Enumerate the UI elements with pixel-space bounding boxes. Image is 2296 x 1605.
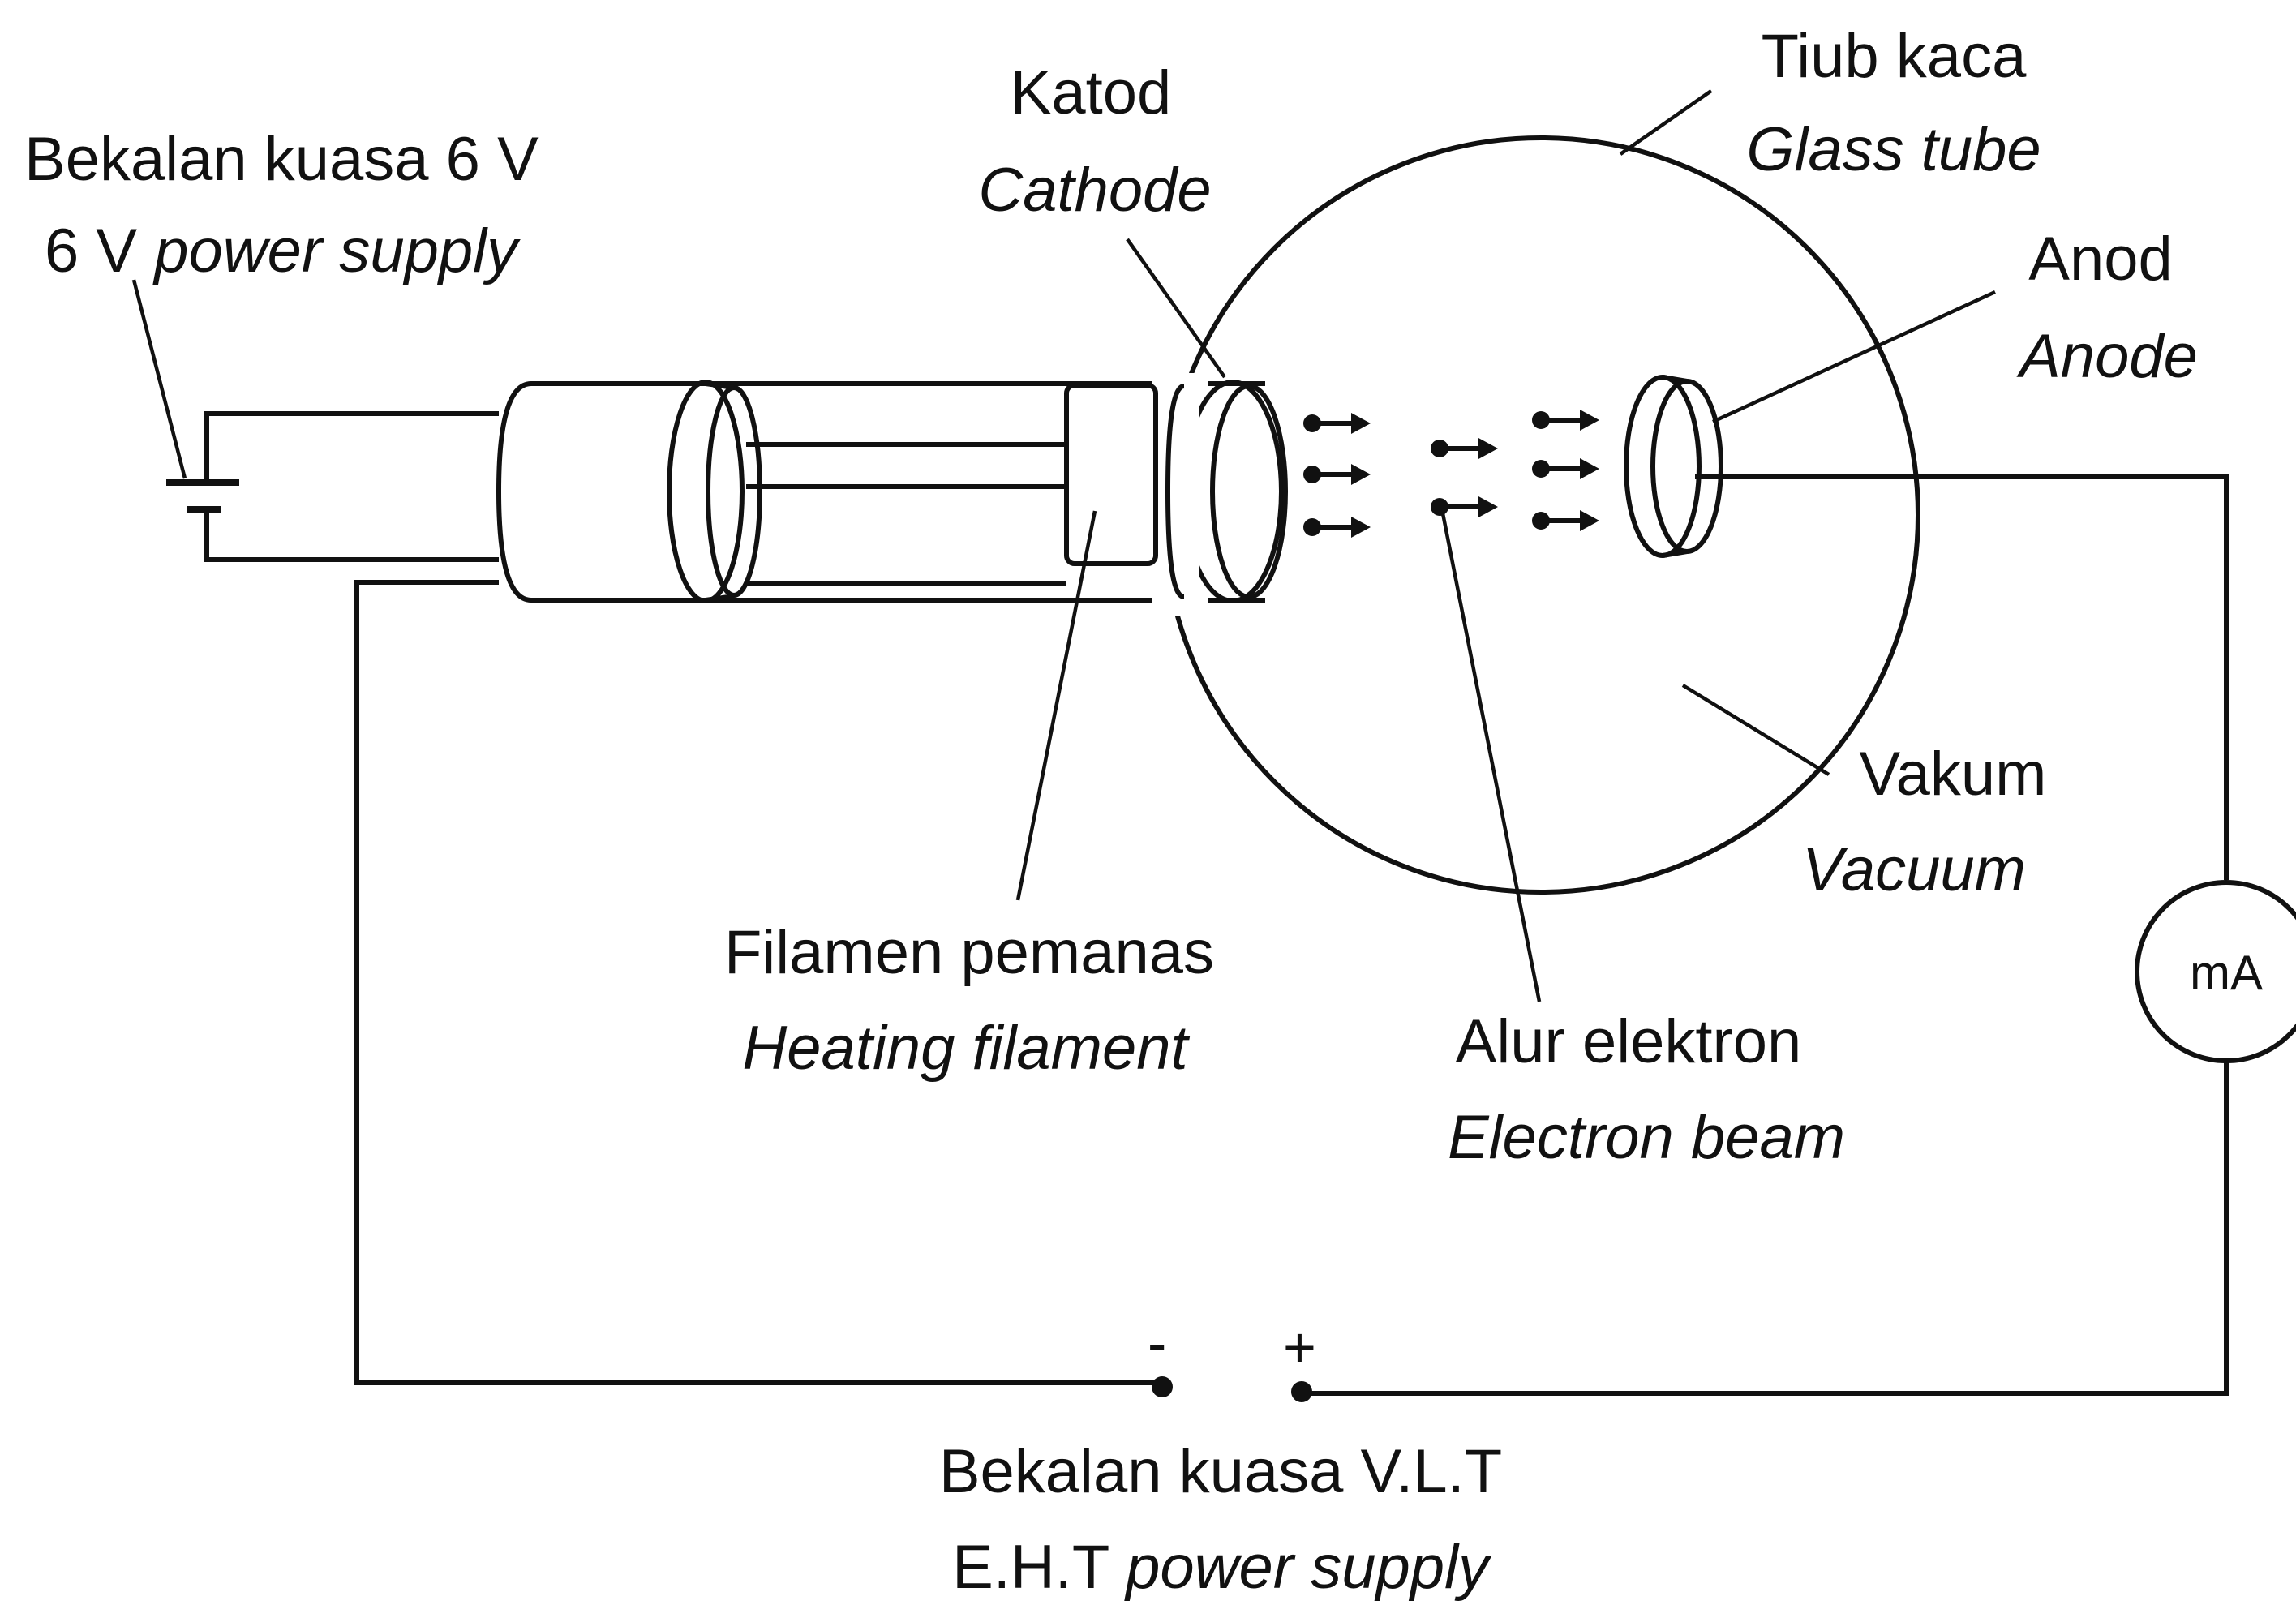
electron-arrow (1303, 464, 1371, 485)
filament-wires (746, 442, 1066, 586)
electron-arrow (1303, 413, 1371, 434)
eht-negative-terminal (1152, 1376, 1173, 1397)
electron-arrow (1431, 438, 1498, 459)
filament-label-ms: Filamen pemanas (724, 918, 1214, 987)
electron-arrow (1431, 496, 1498, 517)
eht-label-en: E.H.T power supply (952, 1533, 1492, 1602)
holder-ring (667, 380, 745, 603)
leader-lines (131, 89, 1996, 1002)
power-6v-label-ms: Bekalan kuasa 6 V (24, 125, 539, 194)
plus-sign: + (1283, 1315, 1316, 1379)
tube-neck (531, 381, 1152, 603)
filament-label-en: Heating filament (742, 1014, 1190, 1083)
anode-lead (1302, 474, 2229, 1396)
minus-sign: - (1148, 1311, 1166, 1375)
cathode-label-en: Cathode (978, 156, 1211, 225)
eht-positive-terminal (1291, 1381, 1312, 1402)
vacuum-label-ms: Vakum (1860, 740, 2047, 809)
glass-tube-label-ms: Tiub kaca (1762, 22, 2027, 91)
milliammeter-label: mA (2190, 946, 2263, 1000)
vacuum-label-en: Vacuum (1802, 835, 2026, 904)
glass-tube-label-en: Glass tube (1746, 115, 2041, 184)
electron-beam-arrows (1303, 410, 1599, 538)
anode-label-ms: Anod (2028, 225, 2173, 294)
anode-label-en: Anode (2016, 322, 2198, 391)
heating-filament-block (1064, 383, 1158, 566)
milliammeter (2135, 880, 2296, 1063)
cathode-label-ms: Katod (1011, 58, 1172, 127)
power-6v-label-en: 6 V power supply (45, 217, 521, 285)
eht-label-ms: Bekalan kuasa V.L.T (939, 1437, 1502, 1506)
battery-symbol (166, 479, 239, 519)
electron-arrow (1303, 517, 1371, 538)
power-6v-wires (204, 411, 499, 562)
beam-label-ms: Alur elektron (1456, 1007, 1802, 1076)
beam-label-en: Electron beam (1448, 1103, 1845, 1172)
electron-arrow (1532, 458, 1599, 479)
electron-arrow (1532, 410, 1599, 431)
eht-wires (354, 580, 1160, 1385)
electron-arrow (1532, 510, 1599, 531)
